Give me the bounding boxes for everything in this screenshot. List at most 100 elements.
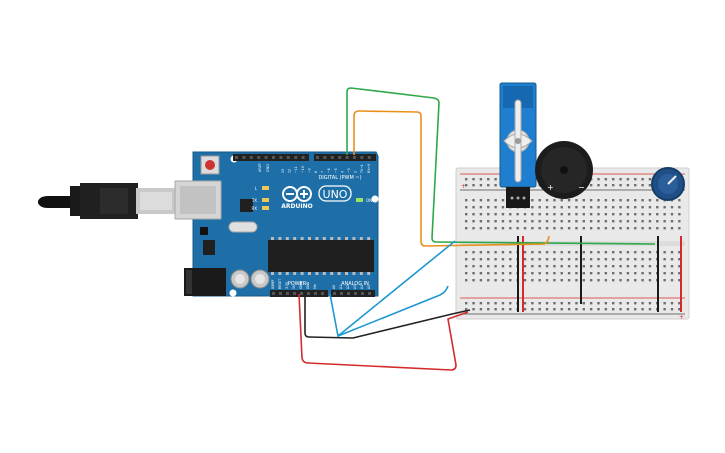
header-pin[interactable] xyxy=(279,156,283,159)
breadboard-hole[interactable] xyxy=(648,251,652,254)
breadboard-hole[interactable] xyxy=(553,308,556,311)
header-pin[interactable] xyxy=(368,292,371,295)
breadboard-hole[interactable] xyxy=(472,199,475,202)
breadboard-hole[interactable] xyxy=(545,220,549,223)
breadboard-hole[interactable] xyxy=(641,220,644,223)
breadboard-hole[interactable] xyxy=(479,302,483,305)
header-pin[interactable] xyxy=(300,292,303,295)
header-pin[interactable] xyxy=(235,156,238,159)
breadboard-hole[interactable] xyxy=(604,302,608,305)
breadboard-hole[interactable] xyxy=(479,258,483,261)
arduino-uno-board[interactable]: L TX RX ON ARDUINO UNO DIGITAL (PWM ~) A… xyxy=(174,151,379,297)
wire-orange[interactable] xyxy=(353,110,550,247)
breadboard-hole[interactable] xyxy=(597,199,600,202)
breadboard-hole[interactable] xyxy=(553,220,556,223)
breadboard-hole[interactable] xyxy=(678,279,681,282)
header-pin[interactable] xyxy=(264,156,268,159)
breadboard-hole[interactable] xyxy=(656,220,659,223)
breadboard-hole[interactable] xyxy=(634,199,637,202)
power-header[interactable] xyxy=(270,290,328,297)
breadboard-hole[interactable] xyxy=(641,258,644,261)
digital-header-right[interactable] xyxy=(314,154,376,161)
breadboard-hole[interactable] xyxy=(545,258,549,261)
breadboard-hole[interactable] xyxy=(545,302,549,305)
breadboard-hole[interactable] xyxy=(567,251,571,254)
breadboard-hole[interactable] xyxy=(648,308,652,311)
breadboard-hole[interactable] xyxy=(523,272,527,275)
breadboard-hole[interactable] xyxy=(575,302,578,305)
breadboard-hole[interactable] xyxy=(494,206,497,209)
breadboard-hole[interactable] xyxy=(589,272,593,275)
piezo-buzzer[interactable]: + − xyxy=(535,141,593,199)
breadboard-hole[interactable] xyxy=(494,251,497,254)
breadboard-hole[interactable] xyxy=(560,213,563,216)
breadboard-hole[interactable] xyxy=(619,265,622,268)
breadboard-hole[interactable] xyxy=(619,279,622,282)
breadboard-hole[interactable] xyxy=(472,178,475,181)
breadboard-hole[interactable] xyxy=(634,302,637,305)
breadboard-hole[interactable] xyxy=(538,199,541,202)
breadboard-hole[interactable] xyxy=(663,272,666,275)
breadboard-hole[interactable] xyxy=(641,251,644,254)
breadboard-hole[interactable] xyxy=(472,308,475,311)
breadboard-hole[interactable] xyxy=(626,220,630,223)
breadboard-hole[interactable] xyxy=(472,227,475,230)
servo-motor[interactable] xyxy=(499,82,537,208)
breadboard-hole[interactable] xyxy=(523,213,527,216)
breadboard-hole[interactable] xyxy=(494,220,497,223)
breadboard-hole[interactable] xyxy=(560,272,563,275)
breadboard-hole[interactable] xyxy=(634,220,637,223)
breadboard-hole[interactable] xyxy=(472,302,475,305)
breadboard-hole[interactable] xyxy=(589,258,593,261)
breadboard-hole[interactable] xyxy=(582,251,585,254)
breadboard-hole[interactable] xyxy=(531,279,534,282)
breadboard-hole[interactable] xyxy=(626,206,630,209)
breadboard-hole[interactable] xyxy=(612,184,615,187)
breadboard-hole[interactable] xyxy=(479,272,483,275)
breadboard-hole[interactable] xyxy=(589,279,593,282)
usb-cable[interactable] xyxy=(38,183,176,219)
breadboard-hole[interactable] xyxy=(575,308,578,311)
breadboard-hole[interactable] xyxy=(670,227,674,230)
breadboard-hole[interactable] xyxy=(560,302,563,305)
breadboard-hole[interactable] xyxy=(472,279,475,282)
header-pin[interactable] xyxy=(338,156,342,159)
breadboard-hole[interactable] xyxy=(494,227,497,230)
breadboard-hole[interactable] xyxy=(634,279,637,282)
breadboard-hole[interactable] xyxy=(487,220,490,223)
breadboard-hole[interactable] xyxy=(523,302,527,305)
breadboard-hole[interactable] xyxy=(619,178,622,181)
breadboard-hole[interactable] xyxy=(582,199,585,202)
breadboard-hole[interactable] xyxy=(479,279,483,282)
breadboard-hole[interactable] xyxy=(509,272,512,275)
breadboard-hole[interactable] xyxy=(501,220,505,223)
breadboard-hole[interactable] xyxy=(531,206,534,209)
breadboard-hole[interactable] xyxy=(545,206,549,209)
breadboard-hole[interactable] xyxy=(678,199,681,202)
breadboard-hole[interactable] xyxy=(597,206,600,209)
breadboard-hole[interactable] xyxy=(501,251,505,254)
breadboard-hole[interactable] xyxy=(553,206,556,209)
breadboard-hole[interactable] xyxy=(648,258,652,261)
breadboard-hole[interactable] xyxy=(531,302,534,305)
breadboard-hole[interactable] xyxy=(589,308,593,311)
breadboard-hole[interactable] xyxy=(648,213,652,216)
breadboard-hole[interactable] xyxy=(597,258,600,261)
breadboard-hole[interactable] xyxy=(560,206,563,209)
breadboard-hole[interactable] xyxy=(567,302,571,305)
breadboard-hole[interactable] xyxy=(545,272,549,275)
breadboard-hole[interactable] xyxy=(604,272,608,275)
breadboard-hole[interactable] xyxy=(560,227,563,230)
breadboard-hole[interactable] xyxy=(516,227,519,230)
breadboard-hole[interactable] xyxy=(582,308,585,311)
breadboard-hole[interactable] xyxy=(472,265,475,268)
breadboard-hole[interactable] xyxy=(634,272,637,275)
breadboard-hole[interactable] xyxy=(545,227,549,230)
breadboard-hole[interactable] xyxy=(648,184,652,187)
breadboard-hole[interactable] xyxy=(494,279,497,282)
breadboard-hole[interactable] xyxy=(582,227,585,230)
breadboard-hole[interactable] xyxy=(575,220,578,223)
breadboard-hole[interactable] xyxy=(545,199,549,202)
breadboard-hole[interactable] xyxy=(597,265,600,268)
